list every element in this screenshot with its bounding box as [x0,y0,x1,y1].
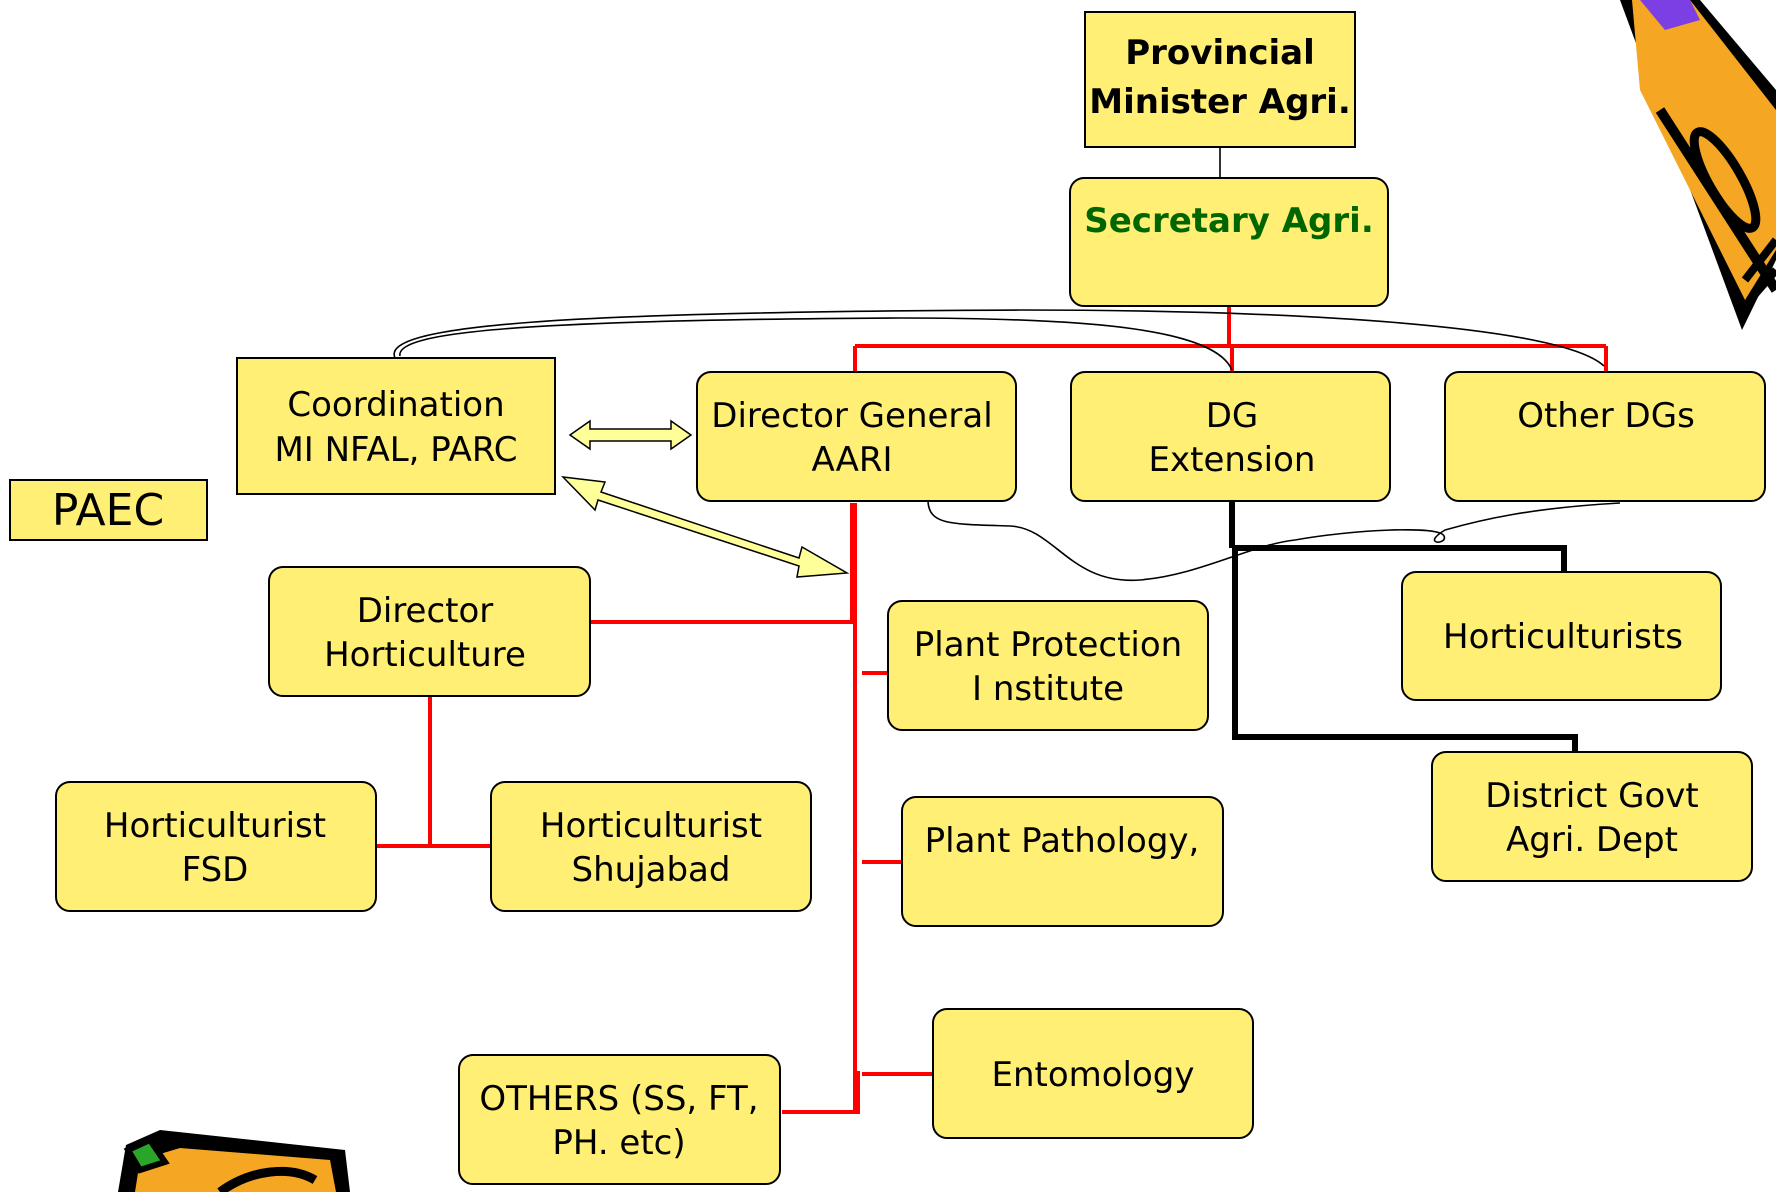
connectors [376,148,1621,1114]
node-label: Entomology [991,1055,1194,1095]
node-label: Secretary Agri. [1084,201,1373,241]
node-label: Plant Pathology, [925,821,1200,861]
connector-horticulturists-fsd-shujabad [376,696,491,848]
coordination-curve-inner [399,317,1233,371]
node-label: Horticulturists [1443,617,1683,657]
coordination-curve-bottom [927,501,1621,581]
node-plant-pathology: Plant Pathology, [901,796,1224,927]
svg-text:PAEC: PAEC [52,485,164,536]
node-label: Agri. Dept [1506,820,1678,860]
node-label: Extension [1149,440,1316,480]
coordination-curve-outer [393,309,1605,367]
connector-extension [1229,502,1578,752]
node-label: Horticulturist [104,806,326,846]
svg-text:OTHERS (SS, FT,PH. etc): OTHERS (SS, FT,PH. etc) [479,1079,758,1163]
node-label: Director General [711,396,992,436]
connector-secretary-dgs [853,304,1608,372]
node-label: Provincial [1125,33,1314,73]
pencil-icon [1620,0,1776,330]
svg-text:Entomology: Entomology [991,1055,1194,1095]
svg-text:Secretary Agri.: Secretary Agri. [1084,201,1373,241]
node-entomology: Entomology [932,1008,1254,1139]
node-label: District Govt [1485,776,1699,816]
node-label: FSD [182,850,249,890]
node-horticulturists: Horticulturists [1401,571,1722,701]
node-label: Horticulturist [540,806,762,846]
connector-others [782,1071,860,1114]
node-label: DG [1206,396,1259,436]
svg-text:Plant Pathology,: Plant Pathology, [925,821,1200,861]
node-label: PH. etc) [552,1123,685,1163]
pencil-icon [118,1130,350,1192]
connector-aari-trunk [850,503,857,1112]
node-other-dgs: Other DGs [1444,371,1766,502]
node-label: Plant Protection [914,625,1182,665]
svg-text:Other DGs: Other DGs [1517,396,1695,436]
node-secretary: Secretary Agri. [1069,177,1389,307]
svg-text:Horticulturists: Horticulturists [1443,617,1683,657]
node-label: Coordination [287,385,504,425]
node-paec: PAEC [9,479,208,541]
double-arrow-icon [568,419,693,451]
node-label: Other DGs [1517,396,1695,436]
coordination-arrows [560,419,850,578]
node-label: Shujabad [572,850,731,890]
node-coordination: Coordination MI NFAL, PARC [236,357,556,495]
node-label: OTHERS (SS, FT, [479,1079,758,1119]
node-others: OTHERS (SS, FT,PH. etc) [458,1054,781,1185]
node-label: AARI [811,440,892,480]
node-label: Director [357,591,494,631]
node-label: Minister Agri. [1089,82,1351,122]
node-label: PAEC [52,485,164,536]
node-label: I nstitute [972,669,1124,709]
node-label: Horticulture [324,635,526,675]
double-arrow-icon [560,476,850,578]
node-label: MI NFAL, PARC [274,430,517,470]
